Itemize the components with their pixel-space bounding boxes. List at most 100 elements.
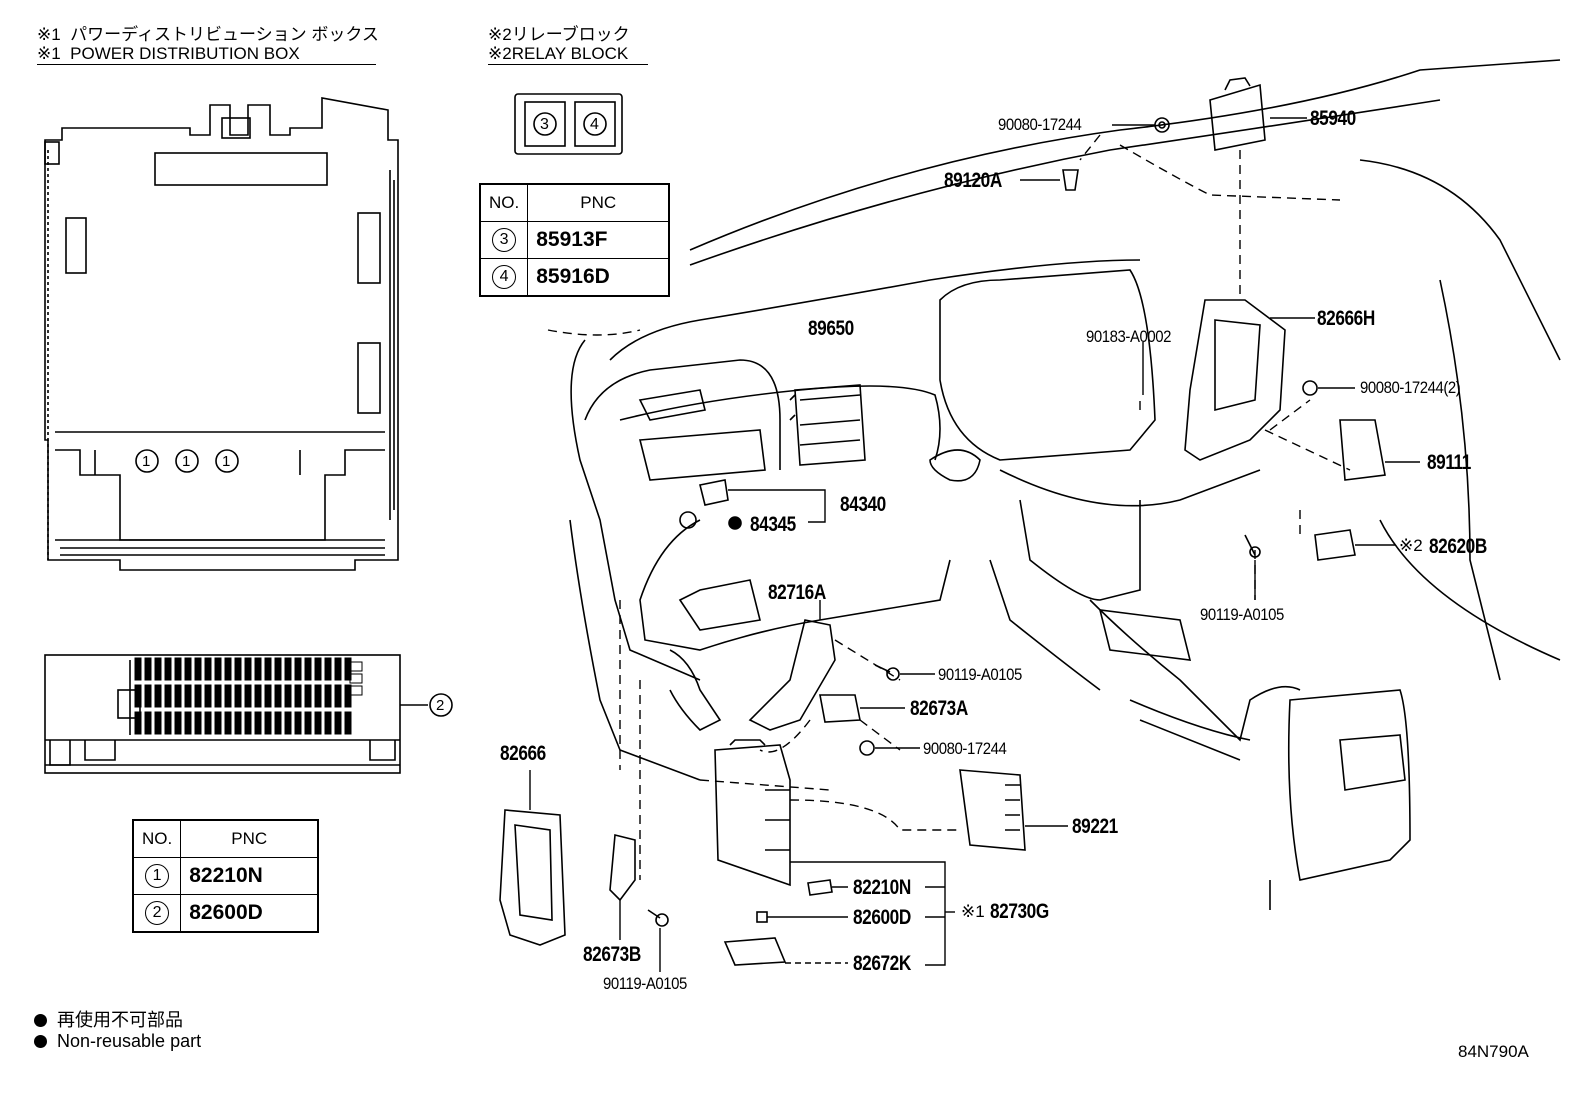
part-label-82673b[interactable]: 82673B (583, 943, 641, 966)
fuse-slot (314, 684, 322, 708)
fuse-slot (144, 711, 152, 735)
fuse-slot (204, 657, 212, 681)
part-label-84340[interactable]: 84340 (840, 493, 886, 516)
fuse-slot (274, 684, 282, 708)
relay-block-icon (514, 93, 623, 155)
part-label-90119-a0105-mid[interactable]: 90119-A0105 (938, 665, 1022, 684)
fuse-slot (254, 684, 262, 708)
fuse-82600d (756, 911, 768, 923)
fuse-slot (134, 684, 142, 708)
clip-84345 (679, 511, 742, 530)
power-distribution-box-top-view (44, 97, 399, 571)
fuse-slot (344, 657, 352, 681)
table-row: 3 85913F (479, 221, 670, 259)
pnc-header: PNC (180, 819, 319, 858)
part-label-89111[interactable]: 89111 (1427, 451, 1471, 474)
part-label-90080-17244-mid[interactable]: 90080-17244 (923, 739, 1007, 758)
sensor-89650 (789, 384, 866, 466)
pnc-value: 85916D (527, 258, 670, 297)
part-label-82620b[interactable]: 82620B (1429, 535, 1487, 558)
part-label-89120a[interactable]: 89120A (944, 169, 1002, 192)
ecu-85940 (1209, 77, 1266, 151)
row-number-circle: 1 (145, 864, 170, 888)
fuse-slot (254, 711, 262, 735)
relay-block-title-jp: ※2リレーブロック (488, 25, 630, 44)
part-label-85940[interactable]: 85940 (1310, 107, 1356, 130)
fuse-slot (164, 711, 172, 735)
fuse-slot (234, 684, 242, 708)
table-row: 4 85916D (479, 258, 670, 297)
part-label-90119-a0105-bottom[interactable]: 90119-A0105 (603, 974, 687, 993)
part-label-89221[interactable]: 89221 (1072, 815, 1118, 838)
switch-84340 (699, 479, 729, 506)
fuse-slot (234, 657, 242, 681)
power-box-title-jp: ※1 パワーディストリビューション ボックス (37, 25, 379, 44)
fuse-callouts (135, 449, 239, 473)
fuse-slot (314, 711, 322, 735)
part-label-90183-a0002[interactable]: 90183-A0002 (1086, 327, 1172, 346)
nut-90080-2 (1302, 380, 1318, 396)
fuse-slot (214, 657, 222, 681)
leader-lines (529, 117, 1420, 972)
fuse-slot (184, 711, 192, 735)
table-row: 1 82210N (132, 857, 319, 895)
part-label-82672k[interactable]: 82672K (853, 952, 911, 975)
pnc-value: 82210N (180, 857, 319, 895)
part-label-82666h[interactable]: 82666H (1317, 307, 1375, 330)
row-number-circle: 2 (145, 901, 170, 925)
table-header-row: NO. PNC (479, 183, 670, 222)
part-label-82666[interactable]: 82666 (500, 742, 546, 765)
fuse-slot (294, 684, 302, 708)
part-label-82210n[interactable]: 82210N (853, 876, 911, 899)
table-row: 2 82600D (132, 894, 319, 933)
fuse-slot (274, 657, 282, 681)
fuse-slot (234, 711, 242, 735)
fuse-slot (264, 657, 272, 681)
part-label-82600d[interactable]: 82600D (853, 906, 911, 929)
fuse-slot (244, 711, 252, 735)
fuse-slot (184, 684, 192, 708)
pnc-value: 85913F (527, 221, 670, 259)
part-label-90119-a0105-right[interactable]: 90119-A0105 (1200, 605, 1284, 624)
relay-82620b (1314, 529, 1356, 561)
row-number-circle: 3 (492, 228, 517, 252)
fuse-slot (334, 684, 342, 708)
bracket-82716a (748, 619, 836, 731)
fuse-slot (324, 684, 332, 708)
bracket-82666 (499, 809, 566, 946)
fuse-slot (224, 711, 232, 735)
fuse-slot (274, 711, 282, 735)
fuse-slot (144, 657, 152, 681)
fuse-slot (344, 711, 352, 735)
fuse-slot (244, 657, 252, 681)
fuse-slot (284, 711, 292, 735)
fuse-slot (244, 684, 252, 708)
bracket-82673b (609, 833, 636, 902)
junction-block-82730g (714, 739, 791, 887)
relay-block-title-en: ※2RELAY BLOCK (488, 45, 648, 65)
fuse-slot (334, 657, 342, 681)
fuse-slot-small (349, 661, 363, 672)
pnc-header: PNC (527, 183, 670, 222)
fuse-slot (154, 684, 162, 708)
fuse-slot (314, 657, 322, 681)
part-label-84345[interactable]: 84345 (750, 513, 796, 536)
fuse-slot (304, 711, 312, 735)
part-label-82673a[interactable]: 82673A (910, 697, 968, 720)
non-reusable-dot-icon (34, 1014, 47, 1027)
fuse-slot (254, 657, 262, 681)
part-label-90080-17244-2[interactable]: 90080-17244(2) (1360, 378, 1461, 397)
part-label-90080-17244-top[interactable]: 90080-17244 (998, 115, 1082, 134)
legend-non-reusable-en: Non-reusable part (34, 1031, 201, 1052)
fuse-slot (334, 711, 342, 735)
part-label-82730g[interactable]: 82730G (990, 900, 1049, 923)
power-box-pnc-table: NO. PNC 1 82210N 2 82600D (132, 819, 320, 933)
side-callout-label: 2 (436, 697, 445, 714)
fuse-callout-label: 1 (222, 453, 231, 470)
part-label-89650[interactable]: 89650 (808, 317, 854, 340)
module-89221 (959, 769, 1026, 851)
part-label-82716a[interactable]: 82716A (768, 581, 826, 604)
fuse-slot (214, 711, 222, 735)
figure-code: 84N790A (1458, 1042, 1529, 1061)
